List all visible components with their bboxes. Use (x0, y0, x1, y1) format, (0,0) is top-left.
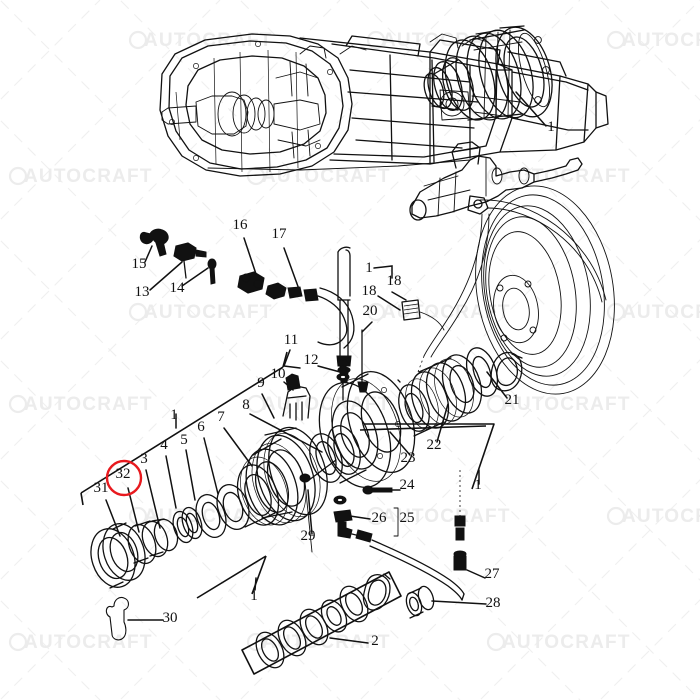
highlight-ring-part-32 (105, 459, 143, 497)
watermark-logo: AUTOCRAFT (606, 302, 700, 323)
watermark-ring-icon (606, 302, 626, 322)
callout-label-6[interactable]: 6 (197, 419, 205, 435)
watermark-ring-icon (8, 632, 28, 652)
callout-label-1[interactable]: 1 (170, 407, 178, 423)
callout-label-2[interactable]: 2 (371, 633, 379, 649)
watermark-logo: AUTOCRAFT (486, 394, 631, 415)
callout-label-4[interactable]: 4 (160, 437, 168, 453)
part-12-washer (336, 359, 350, 381)
part-15-clip (139, 228, 169, 257)
watermark-text: AUTOCRAFT (144, 302, 273, 323)
watermark-ring-icon (8, 166, 28, 186)
master-cylinder-assembly (409, 141, 583, 373)
callout-label-1[interactable]: 1 (474, 477, 482, 493)
callout-label-7[interactable]: 7 (217, 409, 225, 425)
callout-label-8[interactable]: 8 (242, 397, 250, 413)
watermark-logo: AUTOCRAFT (8, 632, 153, 653)
watermark-text: AUTOCRAFT (262, 166, 391, 187)
watermark-logo: AUTOCRAFT (486, 632, 631, 653)
watermark-text: AUTOCRAFT (262, 632, 391, 653)
watermark-text: AUTOCRAFT (382, 302, 511, 323)
callout-label-21[interactable]: 21 (505, 392, 520, 408)
callout-label-5[interactable]: 5 (180, 432, 188, 448)
watermark-logo: AUTOCRAFT (8, 166, 153, 187)
callout-label-9[interactable]: 9 (257, 375, 265, 391)
watermark-text: AUTOCRAFT (622, 30, 700, 51)
callout-label-1[interactable]: 1 (365, 260, 373, 276)
callout-label-11[interactable]: 11 (284, 332, 298, 348)
clutch-release-exploded-stack (80, 347, 523, 641)
part-30-clip (105, 596, 130, 641)
callout-label-15[interactable]: 15 (132, 256, 147, 272)
watermark-ring-icon (606, 506, 626, 526)
watermark-ring-icon (486, 394, 506, 414)
watermark-text: AUTOCRAFT (144, 506, 273, 527)
callout-label-30[interactable]: 30 (163, 610, 178, 626)
leader-lines (105, 91, 547, 644)
watermark-ring-icon (486, 632, 506, 652)
watermark-text: AUTOCRAFT (622, 506, 700, 527)
watermark-ring-icon (606, 30, 626, 50)
callout-label-10[interactable]: 10 (271, 366, 286, 382)
callout-label-27[interactable]: 27 (485, 566, 501, 582)
watermark-ring-icon (8, 394, 28, 414)
watermark-text: AUTOCRAFT (502, 632, 631, 653)
watermark-text: AUTOCRAFT (382, 506, 511, 527)
watermark-logo: AUTOCRAFT (606, 30, 700, 51)
callout-label-32[interactable]: 32 (116, 466, 131, 482)
watermark-text: AUTOCRAFT (24, 394, 153, 415)
callout-label-26[interactable]: 26 (372, 510, 388, 526)
part-26-elbow (333, 495, 353, 539)
callout-label-14[interactable]: 14 (170, 280, 186, 296)
part-16-union (237, 271, 265, 294)
watermark-logo: AUTOCRAFT (128, 302, 273, 323)
callout-label-22[interactable]: 22 (427, 437, 442, 453)
callout-label-31[interactable]: 31 (94, 480, 109, 496)
part-18-bracket (401, 299, 445, 331)
callout-label-25[interactable]: 25 (400, 510, 415, 526)
callout-label-18[interactable]: 18 (362, 283, 377, 299)
hydraulic-pipe-assembly (139, 228, 445, 393)
watermark-text: AUTOCRAFT (622, 302, 700, 323)
callout-label-28[interactable]: 28 (486, 595, 501, 611)
callout-label-3[interactable]: 3 (140, 451, 148, 467)
callout-label-24[interactable]: 24 (400, 477, 416, 493)
watermark-text: AUTOCRAFT (262, 394, 391, 415)
callout-label-16[interactable]: 16 (233, 217, 249, 233)
watermark-logo: AUTOCRAFT (366, 302, 511, 323)
callout-label-1[interactable]: 1 (250, 588, 258, 604)
watermark-ring-icon (366, 302, 386, 322)
watermark-ring-icon (246, 394, 266, 414)
watermark-logo: AUTOCRAFT (246, 394, 391, 415)
watermark-ring-icon (128, 30, 148, 50)
callout-label-13[interactable]: 13 (135, 284, 150, 300)
watermark-text: AUTOCRAFT (502, 394, 631, 415)
watermark-logo: AUTOCRAFT (246, 632, 391, 653)
watermark-text: AUTOCRAFT (24, 166, 153, 187)
callout-label-29[interactable]: 29 (301, 528, 316, 544)
watermark-ring-icon (246, 632, 266, 652)
seal-ring-set-inset (241, 571, 402, 675)
callout-label-18[interactable]: 18 (387, 273, 402, 289)
callout-label-12[interactable]: 12 (304, 352, 319, 368)
watermark-ring-icon (128, 302, 148, 322)
callout-label-1[interactable]: 1 (547, 119, 555, 135)
gearbox-housing-assembly (159, 33, 609, 177)
watermark-logo: AUTOCRAFT (8, 394, 153, 415)
clutch-cover-assembly-1 (423, 25, 553, 121)
watermark-logo: AUTOCRAFT (366, 506, 511, 527)
watermark-text: AUTOCRAFT (24, 632, 153, 653)
callout-label-17[interactable]: 17 (272, 226, 288, 242)
callout-label-23[interactable]: 23 (401, 450, 416, 466)
watermark-logo: AUTOCRAFT (606, 506, 700, 527)
part-13-14-fitting (173, 242, 207, 262)
part-27-fitting (453, 515, 467, 571)
watermark-text: AUTOCRAFT (144, 30, 273, 51)
callout-label-20[interactable]: 20 (363, 303, 378, 319)
watermark-ring-icon (366, 506, 386, 526)
flywheel-assembly (475, 185, 615, 395)
